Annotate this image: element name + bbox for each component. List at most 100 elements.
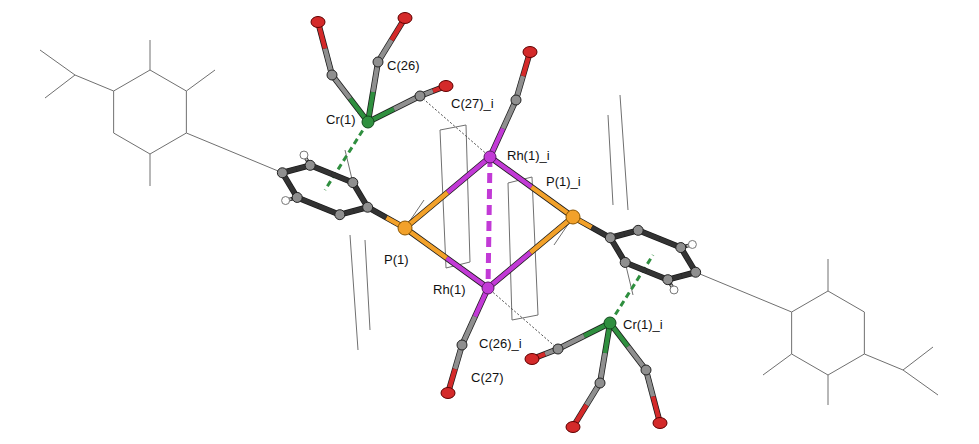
oxygen-atom: [398, 13, 412, 24]
bond-outline: [573, 383, 600, 427]
atom: [398, 221, 412, 235]
atom-label: Rh(1)_i: [506, 148, 551, 163]
wire-bond: [864, 354, 903, 370]
bond-outline: [558, 323, 610, 349]
wire-bond: [792, 291, 828, 312]
atom: [633, 225, 643, 235]
atom: [327, 70, 337, 80]
wireframe-ligand: [40, 40, 938, 405]
bond-outline: [625, 262, 668, 279]
atom: [511, 95, 521, 105]
wire-bond: [365, 240, 370, 330]
dashed-bond: [488, 157, 490, 288]
wire-bond: [828, 354, 864, 375]
atom-label: C(27): [470, 370, 505, 385]
atom: [553, 344, 563, 354]
atom-label: P(1)_i: [545, 174, 582, 189]
bond-outline: [600, 323, 610, 383]
wire-bond: [791, 312, 792, 354]
atom: [604, 317, 616, 329]
wire-bond: [508, 183, 512, 320]
bond: [532, 187, 574, 217]
atom-label: Cr(1): [325, 112, 357, 127]
wire-bond: [114, 70, 150, 91]
atom: [348, 178, 358, 188]
bond: [405, 228, 447, 258]
wire-bond: [864, 312, 865, 354]
bond: [531, 217, 574, 253]
atom-label: C(26)_i: [478, 336, 523, 351]
dashed-bond: [325, 122, 368, 190]
wire-bond: [150, 70, 186, 91]
bond-outline: [448, 345, 462, 393]
wire-bond: [828, 259, 829, 291]
wire-bond: [763, 354, 792, 375]
atom: [482, 282, 494, 294]
atom: [300, 151, 308, 159]
atom: [457, 340, 467, 350]
wire-bond: [620, 95, 628, 210]
wire-bond: [608, 115, 613, 205]
oxygen-atom: [653, 418, 667, 429]
atom-label: Rh(1): [432, 282, 467, 297]
wire-bond: [186, 133, 282, 173]
atom: [362, 116, 374, 128]
bond-outline: [405, 157, 490, 228]
wire-bond: [828, 291, 864, 312]
atom: [595, 378, 605, 388]
oxygen-atom: [311, 17, 325, 28]
bond: [405, 193, 448, 229]
atom: [292, 192, 302, 202]
atom: [277, 168, 287, 178]
oxygen-atom: [566, 422, 580, 433]
atom: [373, 57, 383, 67]
wire-bond: [45, 75, 75, 98]
wire-bond: [186, 70, 215, 91]
bond-outline: [516, 52, 530, 100]
atom: [566, 210, 580, 224]
wire-bond: [696, 272, 792, 312]
wire-bond: [40, 50, 75, 75]
wire-bond: [903, 347, 933, 370]
atom: [282, 197, 290, 205]
bond-outline: [368, 62, 378, 122]
bond-outline: [318, 22, 332, 75]
wire-bond: [113, 91, 114, 133]
wire-bond: [186, 91, 187, 133]
oxygen-atom: [525, 354, 539, 365]
bond-outline: [646, 370, 660, 423]
bond: [488, 253, 531, 289]
atom: [620, 257, 630, 267]
dashed-bonds: [325, 122, 653, 323]
atom: [688, 240, 696, 248]
wire-bond: [792, 354, 828, 375]
atom-label: C(26): [386, 58, 421, 73]
bond-outline: [310, 165, 353, 182]
contact-lines: [420, 96, 558, 349]
oxygen-atom: [441, 388, 455, 399]
wire-bond: [75, 75, 114, 91]
wire-bond: [150, 154, 151, 186]
atom: [484, 151, 496, 163]
bonds: [282, 18, 695, 427]
wire-bond: [828, 375, 829, 405]
atom: [676, 243, 686, 253]
wire-bond: [512, 315, 538, 320]
atom: [335, 210, 345, 220]
wire-bond: [903, 370, 938, 395]
wire-bond: [440, 125, 466, 130]
wire-bond: [150, 133, 186, 154]
atom: [605, 233, 615, 243]
bond-outline: [297, 197, 340, 214]
atom-label: Cr(1)_i: [622, 317, 664, 332]
dashed-bond: [610, 255, 653, 323]
atom: [691, 267, 701, 277]
atom: [363, 202, 373, 212]
atom: [670, 286, 678, 294]
wire-bond: [466, 125, 470, 262]
wire-bond: [350, 235, 358, 350]
bond-outline: [638, 230, 681, 247]
atom: [641, 365, 651, 375]
atom-label: C(27)_i: [450, 96, 495, 111]
